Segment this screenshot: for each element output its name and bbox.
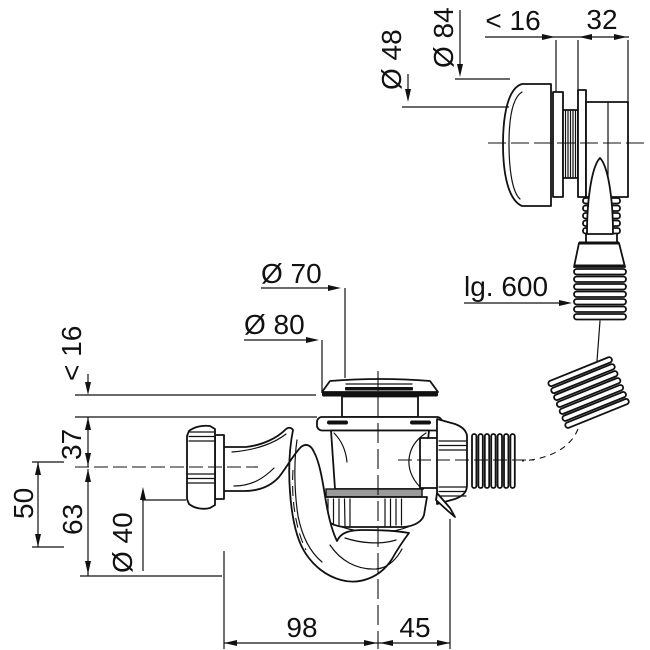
side-inlet-nut [436, 418, 468, 505]
overflow-cap [502, 83, 552, 207]
dim-label-lt16-top: < 16 [485, 5, 540, 36]
cap-gasket [322, 391, 438, 397]
drain-body [330, 429, 430, 490]
dim-label-dia84: Ø 84 [428, 7, 459, 68]
dimension-labels: Ø 84 Ø 48 < 16 32 lg. 600 Ø 70 Ø 80 < 16… [8, 4, 618, 643]
drain-neck [341, 395, 419, 418]
dim-label-lt16-left: < 16 [56, 326, 87, 381]
corrugated-hose [573, 268, 627, 321]
centerlines [75, 142, 648, 649]
dim-label-45: 45 [399, 612, 430, 643]
dim-label-lg600: lg. 600 [464, 271, 548, 302]
outlet-nut-knurling [187, 431, 215, 484]
knurled-nut [320, 496, 428, 528]
side-inlet-threads [471, 433, 516, 489]
hose-free-end [547, 356, 630, 429]
dim-label-37: 37 [56, 429, 87, 460]
dim-label-63: 63 [57, 504, 88, 535]
seal-ring [325, 488, 423, 498]
dim-label-dia70: Ø 70 [261, 258, 322, 289]
dim-label-32: 32 [586, 4, 617, 35]
side-nut-knurling [438, 440, 467, 497]
dim-label-50: 50 [8, 488, 39, 519]
overflow-channel [586, 157, 614, 235]
drip-spout [435, 492, 456, 518]
overflow-assembly [502, 83, 630, 462]
dimension-annotations [32, 10, 629, 649]
assembly-path-curve [521, 428, 579, 462]
drain-trap-assembly [316, 378, 516, 533]
dim-label-dia48: Ø 48 [376, 29, 407, 90]
nut-knurling [327, 498, 403, 527]
dim-label-dia40: Ø 40 [107, 512, 138, 573]
dim-label-dia80: Ø 80 [244, 309, 305, 340]
dim-label-98: 98 [286, 612, 317, 643]
